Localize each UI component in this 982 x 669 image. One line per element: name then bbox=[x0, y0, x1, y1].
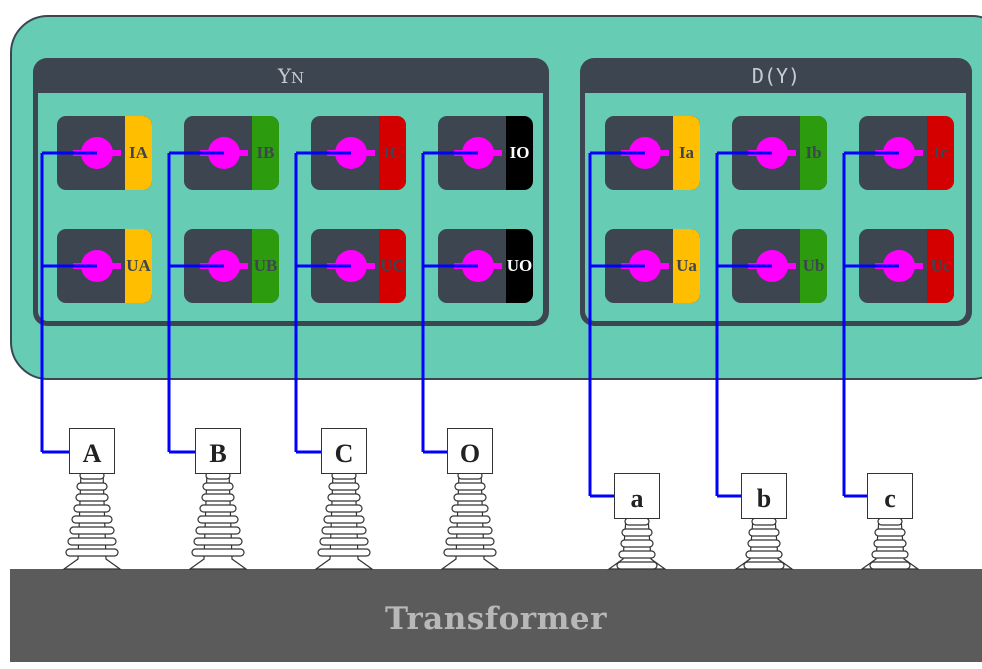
terminal-label: Ia bbox=[673, 116, 700, 190]
terminal-label: IB bbox=[252, 116, 279, 190]
bushing-insulator bbox=[62, 471, 122, 570]
terminal-label: UB bbox=[252, 229, 279, 303]
terminal-label: Ua bbox=[673, 229, 700, 303]
terminal-label: UA bbox=[125, 229, 152, 303]
terminal-label: Uc bbox=[927, 229, 954, 303]
bushing-label-C: C bbox=[321, 428, 367, 474]
bushing-label-A: A bbox=[69, 428, 115, 474]
terminal-label: IO bbox=[506, 116, 533, 190]
transformer-label: Transformer bbox=[385, 601, 607, 637]
bushing-label-b: b bbox=[741, 473, 787, 519]
terminal-label: UO bbox=[506, 229, 533, 303]
terminal-io[interactable]: IO bbox=[438, 116, 533, 190]
bushing-label-a: a bbox=[614, 473, 660, 519]
terminal-label: Ib bbox=[800, 116, 827, 190]
terminal-label: Ic bbox=[927, 116, 954, 190]
terminal-ic[interactable]: IC bbox=[311, 116, 406, 190]
terminal-label: UC bbox=[379, 229, 406, 303]
terminal-label: IC bbox=[379, 116, 406, 190]
bushing-insulator bbox=[860, 517, 920, 570]
panel-yn-title: YN bbox=[33, 61, 549, 91]
bushing-insulator bbox=[440, 471, 500, 570]
bushing-insulator bbox=[188, 471, 248, 570]
bushing-insulator bbox=[314, 471, 374, 570]
terminal-label: Ub bbox=[800, 229, 827, 303]
bushing-label-O: O bbox=[447, 428, 493, 474]
terminal-label: IA bbox=[125, 116, 152, 190]
bushing-insulator bbox=[607, 517, 667, 570]
terminal-ub[interactable]: UB bbox=[184, 229, 279, 303]
panel-dy-title: D(Y) bbox=[751, 64, 801, 88]
terminal-ua[interactable]: Ua bbox=[605, 229, 700, 303]
bushing-insulator bbox=[734, 517, 794, 570]
bushing-label-B: B bbox=[195, 428, 241, 474]
panel-yn-title-main: Y bbox=[277, 64, 292, 88]
bushing-label-c: c bbox=[867, 473, 913, 519]
transformer-base: Transformer bbox=[10, 569, 982, 662]
panel-yn-title-sub: N bbox=[291, 69, 305, 87]
